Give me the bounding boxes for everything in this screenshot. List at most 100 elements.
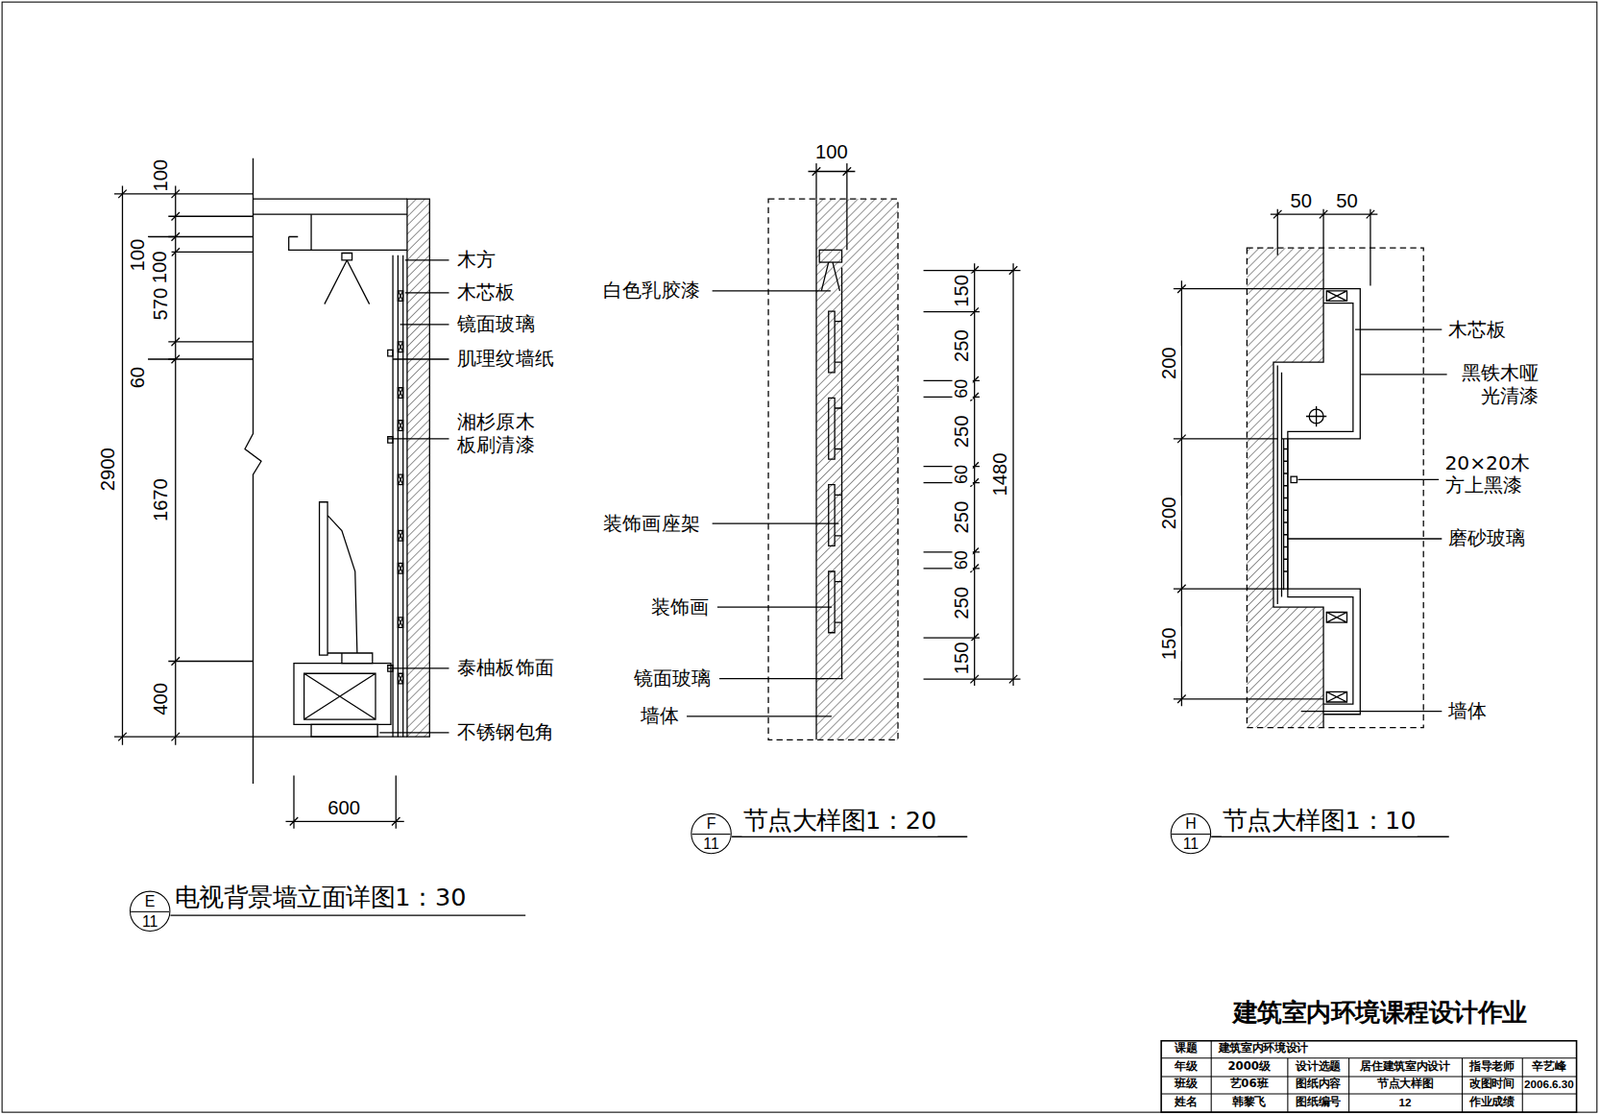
material-callout: 湘杉原木 板刷清漆 — [456, 411, 548, 456]
sheet-title: 建筑室内环境课程设计作业 — [1233, 998, 1528, 1027]
material-callout: 不锈钢包角 — [456, 721, 556, 744]
dimension-label: 2900 — [96, 446, 120, 492]
detail-f — [686, 163, 1020, 837]
table-cell: 图纸内容 — [1294, 1078, 1342, 1091]
table-cell: 图纸编号 — [1294, 1096, 1342, 1110]
tv-wall-elevation — [379, 260, 449, 733]
title-block-table — [1161, 1041, 1576, 1113]
table-cell: 2000级 — [1226, 1061, 1271, 1074]
detail-bubble: H11 — [1170, 813, 1213, 855]
dimension-label: 1480 — [989, 452, 1012, 498]
dimension-label: 200 — [1158, 345, 1181, 381]
sheet-number: 11 — [130, 911, 170, 931]
table-cell: 韩黎飞 — [1231, 1096, 1267, 1110]
tv-wall-elevation — [118, 190, 180, 742]
tv-wall-elevation — [114, 193, 254, 737]
detail-f — [969, 266, 1018, 683]
tv-wall-elevation — [114, 158, 526, 916]
detail-h — [1246, 247, 1324, 728]
dimension-label: 250 — [950, 500, 973, 535]
tv-wall-elevation — [253, 198, 408, 215]
material-callout: 磨砂玻璃 — [1447, 527, 1528, 550]
detail-h — [1211, 836, 1450, 838]
material-callout: 肌理纹墙纸 — [456, 347, 556, 370]
detail-f — [828, 311, 835, 633]
detail-f — [808, 163, 856, 250]
detail-letter: H — [1171, 814, 1211, 835]
tv-wall-elevation — [319, 502, 373, 664]
detail-letter: E — [130, 892, 170, 913]
table-cell: 12 — [1397, 1096, 1412, 1110]
sheet-number: 11 — [1171, 834, 1211, 854]
dimension-label: 100 — [814, 141, 849, 164]
table-cell: 改图时间 — [1468, 1078, 1516, 1091]
tv-wall-elevation — [293, 663, 391, 726]
detail-f — [974, 263, 1014, 686]
detail-f — [821, 262, 840, 291]
detail-h — [1173, 280, 1324, 706]
dimension-label: 150 — [950, 273, 973, 309]
table-cell: 指导老师 — [1468, 1061, 1516, 1074]
tv-wall-elevation — [387, 349, 393, 672]
detail-h — [1284, 449, 1288, 573]
dimension-label: 570 — [149, 287, 172, 322]
tv-wall-elevation — [122, 185, 176, 745]
tv-wall-elevation — [289, 214, 408, 250]
material-callout: 墙体 — [639, 704, 681, 728]
detail-f — [815, 198, 817, 740]
title-block-table — [1161, 1041, 1576, 1113]
detail-bubble: F11 — [690, 813, 732, 855]
detail-f — [923, 270, 1021, 680]
drawing-caption: 节点大样图1：10 — [1221, 807, 1418, 836]
detail-f — [834, 321, 842, 623]
table-cell: 姓名 — [1173, 1096, 1199, 1110]
material-callout: 白色乳胶漆 — [602, 279, 702, 302]
dimension-label: 150 — [1158, 627, 1181, 662]
detail-h — [1290, 476, 1297, 483]
dimension-label: 60 — [952, 378, 973, 400]
detail-h — [1173, 209, 1450, 837]
dimension-label: 100 — [126, 238, 149, 273]
dimension-label: 100 — [148, 249, 171, 285]
dimension-label: 60 — [126, 365, 149, 390]
tv-wall-elevation — [407, 198, 430, 737]
drawing-caption: 电视背景墙立面详图1：30 — [173, 883, 468, 912]
dimension-label: 400 — [149, 681, 172, 717]
drawing-caption: 节点大样图1：20 — [741, 807, 938, 836]
material-callout: 木芯板 — [456, 281, 517, 304]
detail-h — [1326, 290, 1347, 703]
title-block-table — [1161, 1041, 1576, 1113]
tv-wall-elevation — [147, 237, 176, 361]
table-cell: 建筑室内环境设计 — [1217, 1042, 1310, 1056]
detail-h — [1306, 406, 1327, 427]
tv-wall-elevation — [311, 724, 378, 737]
material-callout: 木芯板 — [1447, 318, 1508, 341]
material-callout: 木方 — [456, 248, 498, 271]
detail-f — [816, 266, 844, 679]
table-cell: 2006.6.30 — [1523, 1078, 1576, 1091]
tv-wall-elevation — [304, 673, 376, 720]
material-callout: 黑铁木哑 光清漆 — [1449, 362, 1541, 407]
detail-f — [819, 249, 842, 263]
dimension-label: 60 — [952, 463, 973, 485]
detail-bubble: E11 — [129, 891, 171, 933]
tv-wall-elevation — [324, 253, 370, 305]
detail-f — [768, 198, 898, 740]
detail-letter: F — [691, 814, 730, 835]
table-cell: 作业成绩 — [1468, 1096, 1516, 1110]
material-callout: 20×20木 方上黑漆 — [1443, 452, 1535, 497]
dimension-label: 100 — [149, 158, 172, 194]
tv-wall-elevation — [169, 914, 526, 916]
detail-h — [1246, 247, 1424, 728]
table-cell: 节点大样图 — [1376, 1078, 1435, 1091]
dimension-label: 1670 — [149, 477, 172, 523]
dimension-label: 50 — [1288, 190, 1313, 213]
material-callout: 镜面玻璃 — [456, 313, 536, 336]
dimension-label: 250 — [950, 585, 973, 621]
detail-f — [816, 198, 898, 740]
table-cell: 设计选题 — [1294, 1061, 1342, 1074]
detail-f — [686, 290, 839, 717]
material-callout: 镜面玻璃 — [632, 667, 713, 690]
